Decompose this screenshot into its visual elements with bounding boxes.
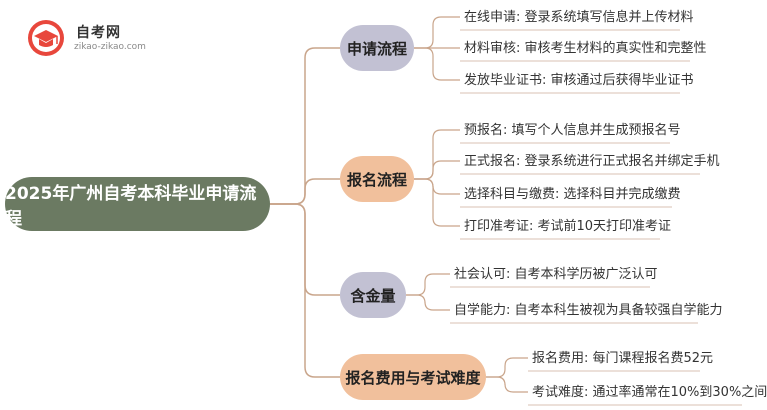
leaf-exam-difficulty: 考试难度: 通过率通常在10%到30%之间 <box>532 385 767 400</box>
logo-url: zikao-zikao.com <box>74 42 146 52</box>
connector-b1-leaf-3 <box>414 47 460 81</box>
connector-lines <box>270 16 742 406</box>
leaf-pre-registration: 预报名: 填写个人信息并生成预报名号 <box>464 123 681 138</box>
connector-b4-leaf-2 <box>486 376 528 393</box>
branch-node-fees-difficulty: 报名费用与考试难度 <box>340 354 486 400</box>
leaf-self-study-ability: 自学能力: 自考本科生被视为具备较强自学能力 <box>454 303 723 318</box>
graduation-cap-icon <box>28 20 64 56</box>
leaf-formal-registration: 正式报名: 登录系统进行正式报名并绑定手机 <box>464 154 720 169</box>
connector-b1-leaf-1 <box>414 16 460 49</box>
connector-b2-leaf-2 <box>414 160 460 180</box>
logo-title: 自考网 <box>76 25 121 41</box>
site-logo[interactable]: 自考网 zikao-zikao.com <box>26 18 166 58</box>
connector-b4-leaf-1 <box>486 357 528 378</box>
connector-b2-leaf-3 <box>414 178 460 195</box>
leaf-subject-payment: 选择科目与缴费: 选择科目并完成缴费 <box>464 187 681 202</box>
leaf-social-recognition: 社会认可: 自考本科学历被广泛认可 <box>454 267 658 282</box>
branch-node-value: 含金量 <box>340 272 406 318</box>
leaf-material-review: 材料审核: 审核考生材料的真实性和完整性 <box>464 41 707 56</box>
connector-b3-leaf-1 <box>406 273 450 296</box>
connector-root-b2 <box>270 178 340 205</box>
connector-b3-leaf-2 <box>406 294 450 311</box>
connector-b2-leaf-1 <box>414 129 460 180</box>
leaf-registration-fee: 报名费用: 每门课程报名费52元 <box>532 351 714 366</box>
connector-b2-leaf-4 <box>414 178 460 227</box>
connector-root-b1 <box>270 47 340 205</box>
leaf-admission-ticket: 打印准考证: 考试前10天打印准考证 <box>464 219 672 234</box>
leaf-online-application: 在线申请: 登录系统填写信息并上传材料 <box>464 10 694 25</box>
connector-root-b4 <box>270 203 340 378</box>
mindmap-root-node: 2025年广州自考本科毕业申请流程 <box>5 177 270 231</box>
branch-node-registration-process: 报名流程 <box>340 156 414 202</box>
branch-node-application-process: 申请流程 <box>340 25 414 71</box>
leaf-certificate-issue: 发放毕业证书: 审核通过后获得毕业证书 <box>464 73 694 88</box>
